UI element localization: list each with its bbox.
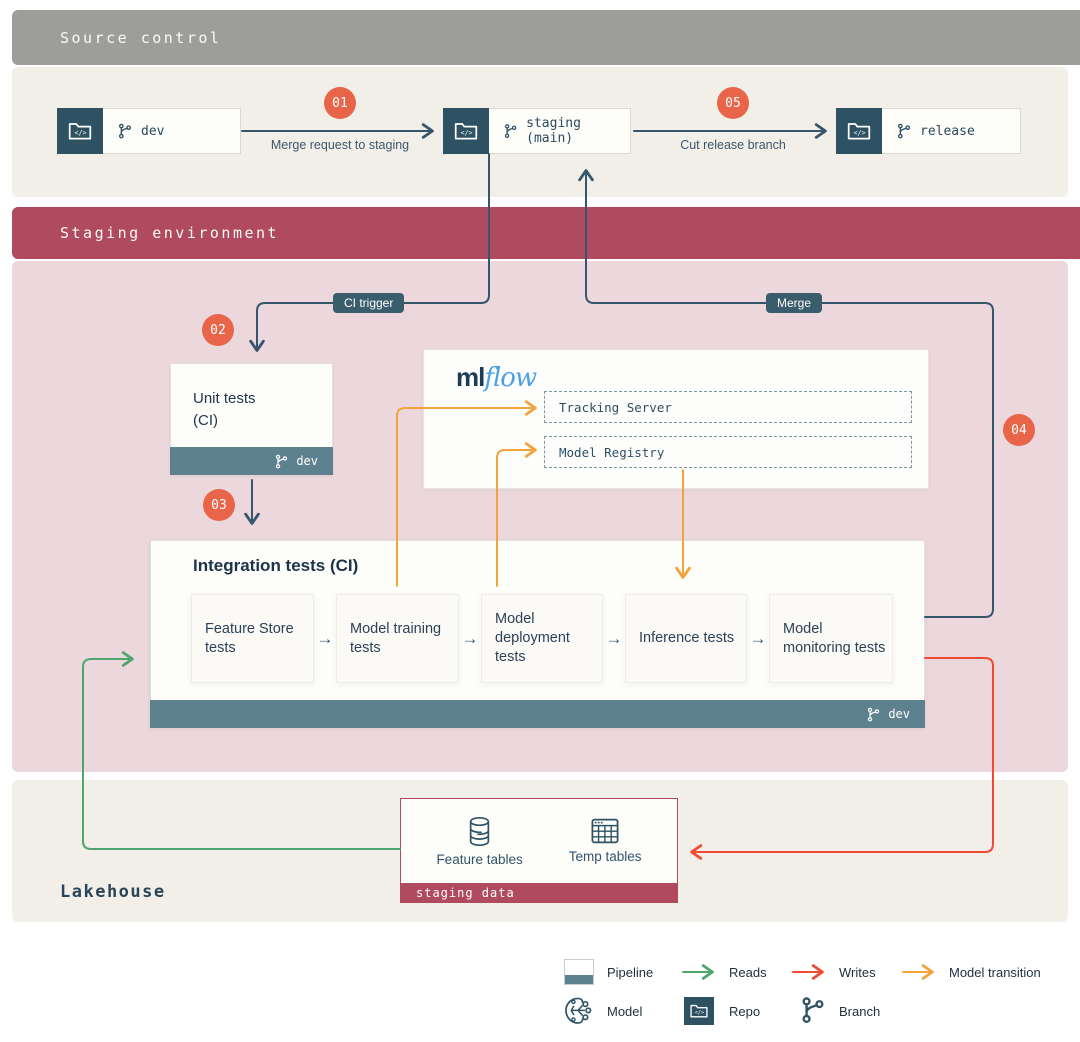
step-badge-01: 01 <box>324 87 356 119</box>
integration-tests-box: Integration tests (CI) Feature Store tes… <box>150 540 925 728</box>
legend-model-transition-label: Model transition <box>949 965 1041 980</box>
branch-icon <box>896 123 912 139</box>
legend-model-label: Model <box>607 1004 643 1019</box>
mlflow-logo-ml: ml <box>456 362 485 392</box>
legend-pipeline-label: Pipeline <box>607 965 654 980</box>
legend-branch-label: Branch <box>839 1004 881 1019</box>
integration-branch-bar: dev <box>150 700 925 728</box>
mlflow-logo: mlflow <box>456 362 537 393</box>
model-registry-box: Model Registry <box>544 436 912 468</box>
repo-label: staging (main) <box>526 116 581 146</box>
repo-release: release <box>836 108 1021 154</box>
repo-label: dev <box>141 123 165 139</box>
repo-staging: staging (main) <box>443 108 631 154</box>
unit-tests-title-line1: Unit tests <box>193 390 256 407</box>
arrow-right-icon: → <box>316 628 334 648</box>
repo-icon <box>443 108 489 154</box>
branch-icon <box>799 996 827 1029</box>
repo-dev: dev <box>57 108 241 154</box>
pill-ci-trigger: CI trigger <box>333 293 405 313</box>
integration-tests-title: Integration tests (CI) <box>193 556 359 575</box>
step-badge-05: 05 <box>717 87 749 119</box>
table-icon <box>591 818 619 844</box>
database-icon <box>466 816 493 847</box>
label-merge-request: Merge request to staging <box>270 138 410 152</box>
repo-label: release <box>920 123 975 139</box>
repo-icon <box>57 108 103 154</box>
arrow-right-icon: → <box>461 628 479 648</box>
branch-icon <box>117 123 133 139</box>
unit-tests-title-line2: (CI) <box>193 411 218 429</box>
model-icon <box>562 995 594 1032</box>
branch-icon <box>274 454 289 469</box>
section-title: Source control <box>60 28 222 47</box>
feature-tables-label: Feature tables <box>436 851 523 867</box>
tracking-server-box: Tracking Server <box>544 391 912 423</box>
legend-writes-label: Writes <box>839 965 876 980</box>
feature-tables: Feature tables <box>436 816 523 867</box>
test-feature-store: Feature Store tests <box>191 594 314 683</box>
section-header-staging-environment: Staging environment <box>12 207 1080 259</box>
legend-reads-label: Reads <box>729 965 767 980</box>
repo-icon <box>836 108 882 154</box>
temp-tables: Temp tables <box>569 818 642 864</box>
arrow-right-icon: → <box>749 628 767 648</box>
mlflow-logo-flow: flow <box>484 363 537 393</box>
unit-tests-box: Unit tests (CI) dev <box>170 363 333 475</box>
staging-data-box: Feature tables Temp tables staging data <box>400 798 678 903</box>
arrow-right-icon: → <box>605 628 623 648</box>
branch-label: dev <box>888 707 910 721</box>
branch-icon <box>503 123 518 139</box>
step-badge-04: 04 <box>1003 414 1035 446</box>
mlflow-box: mlflow Tracking Server Model Registry <box>423 349 929 489</box>
repo-icon <box>684 997 714 1025</box>
branch-label: dev <box>296 454 318 468</box>
test-model-monitoring: Model monitoring tests <box>769 594 893 683</box>
section-header-source-control: Source control <box>12 10 1080 65</box>
section-title: Staging environment <box>60 224 280 242</box>
pill-merge: Merge <box>766 293 823 313</box>
legend-repo-label: Repo <box>729 1004 761 1019</box>
unit-tests-branch-bar: dev <box>170 447 333 475</box>
staging-data-bar: staging data <box>401 883 677 902</box>
branch-icon <box>866 707 881 722</box>
temp-tables-label: Temp tables <box>568 849 642 864</box>
label-cut-release: Cut release branch <box>680 138 786 152</box>
step-badge-02: 02 <box>202 314 234 346</box>
lakehouse-title: Lakehouse <box>60 882 166 902</box>
step-badge-03: 03 <box>203 489 235 521</box>
test-model-training: Model training tests <box>336 594 459 683</box>
legend-pipeline-swatch <box>564 959 594 985</box>
test-inference: Inference tests <box>625 594 747 683</box>
test-model-deployment: Model deployment tests <box>481 594 603 683</box>
